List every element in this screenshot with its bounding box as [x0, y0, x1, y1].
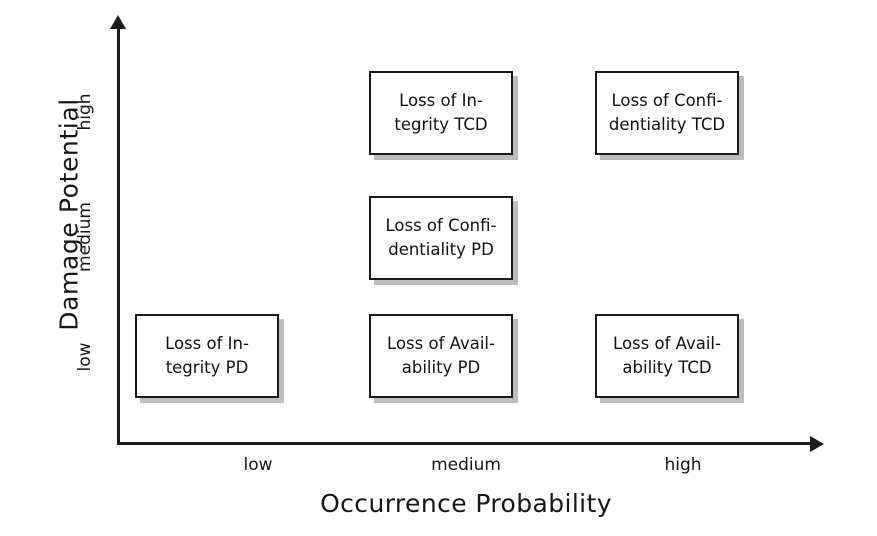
cell-low-low[interactable]: Loss of In- tegrity PD: [135, 314, 279, 398]
cell-medium-high[interactable]: Loss of In- tegrity TCD: [369, 71, 513, 155]
cell-high-high[interactable]: Loss of Confi- dentiality TCD: [595, 71, 739, 155]
cell-text-line2: ability TCD: [622, 358, 712, 377]
cell-text-line1: Loss of Confi-: [385, 215, 497, 235]
cell-text-line1: Loss of Avail-: [613, 333, 721, 353]
cell-text-line1: Loss of In-: [165, 333, 249, 353]
cell-text-line1: Loss of In-: [399, 90, 483, 110]
y-tick-high: high: [75, 93, 95, 131]
cell-text-line1: Loss of Avail-: [387, 333, 495, 353]
y-axis-arrow-icon: [110, 15, 126, 29]
x-axis-arrow-icon: [810, 436, 824, 452]
y-tick-medium: medium: [75, 202, 95, 272]
x-tick-low: low: [243, 455, 273, 475]
cell-medium-medium[interactable]: Loss of Confi- dentiality PD: [369, 196, 513, 280]
cell-text-line2: dentiality TCD: [608, 115, 726, 134]
cell-text-line2: tegrity PD: [165, 358, 249, 377]
cell-text-line1: Loss of Confi-: [611, 90, 723, 110]
x-tick-high: high: [664, 455, 702, 475]
cell-text-line2: tegrity TCD: [394, 115, 488, 134]
x-tick-medium: medium: [431, 455, 501, 475]
y-axis-line: [117, 26, 120, 445]
x-axis-title: Occurrence Probability: [320, 489, 612, 518]
cell-text-line2: ability PD: [401, 358, 481, 377]
cell-text-line2: dentiality PD: [388, 240, 494, 259]
x-axis-line: [117, 442, 815, 445]
cell-medium-low[interactable]: Loss of Avail- ability PD: [369, 314, 513, 398]
cell-high-low[interactable]: Loss of Avail- ability TCD: [595, 314, 739, 398]
y-tick-low: low: [75, 342, 95, 372]
